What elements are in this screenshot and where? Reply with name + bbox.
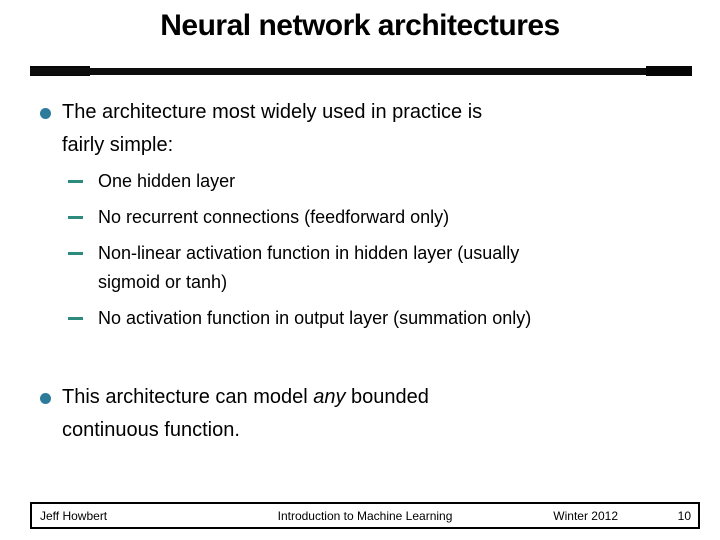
main-bullet-2-line-2: continuous function. xyxy=(62,419,240,441)
main-bullet-2: This architecture can model any bounded … xyxy=(40,381,692,447)
round-bullet-icon xyxy=(40,393,51,404)
text-segment: This architecture can model xyxy=(62,386,314,408)
main-bullet-1-line-2: fairly simple: xyxy=(62,134,174,156)
dash-bullet-icon xyxy=(68,317,83,320)
sub-bullet-3-line-1: Non-linear activation function in hidden… xyxy=(98,243,520,263)
sub-bullet-1: One hidden layer xyxy=(68,167,704,196)
sub-bullet-list: One hidden layer No recurrent connection… xyxy=(68,167,704,340)
sub-bullet-2-text: No recurrent connections (feedforward on… xyxy=(98,207,450,227)
italic-text-segment: any xyxy=(313,386,346,408)
footer-course-title: Introduction to Machine Learning xyxy=(277,508,453,523)
slide-title: Neural network architectures xyxy=(160,9,560,42)
main-bullet-1: The architecture most widely used in pra… xyxy=(40,96,692,162)
sub-bullet-3: Non-linear activation function in hidden… xyxy=(68,239,704,297)
title-separator-rule xyxy=(30,66,692,76)
round-bullet-icon xyxy=(40,108,51,119)
sub-bullet-4-text: No activation function in output layer (… xyxy=(98,308,532,328)
dash-bullet-icon xyxy=(68,180,83,183)
main-bullet-2-line-1: This architecture can model any bounded xyxy=(40,381,692,414)
sub-bullet-3-line-2: sigmoid or tanh) xyxy=(98,272,228,292)
footer-bar: Jeff Howbert Introduction to Machine Lea… xyxy=(30,502,700,529)
main-bullet-1-line-1: The architecture most widely used in pra… xyxy=(62,101,483,123)
sub-bullet-1-text: One hidden layer xyxy=(98,171,236,191)
rule-bar xyxy=(30,68,692,75)
sub-bullet-4: No activation function in output layer (… xyxy=(68,304,704,333)
footer-page-number: 10 xyxy=(677,508,691,523)
footer-term: Winter 2012 xyxy=(553,508,618,523)
dash-bullet-icon xyxy=(68,216,83,219)
footer-author: Jeff Howbert xyxy=(40,508,108,523)
rule-right-cap xyxy=(646,66,692,76)
text-segment: bounded xyxy=(345,386,429,408)
sub-bullet-2: No recurrent connections (feedforward on… xyxy=(68,203,704,232)
dash-bullet-icon xyxy=(68,252,83,255)
